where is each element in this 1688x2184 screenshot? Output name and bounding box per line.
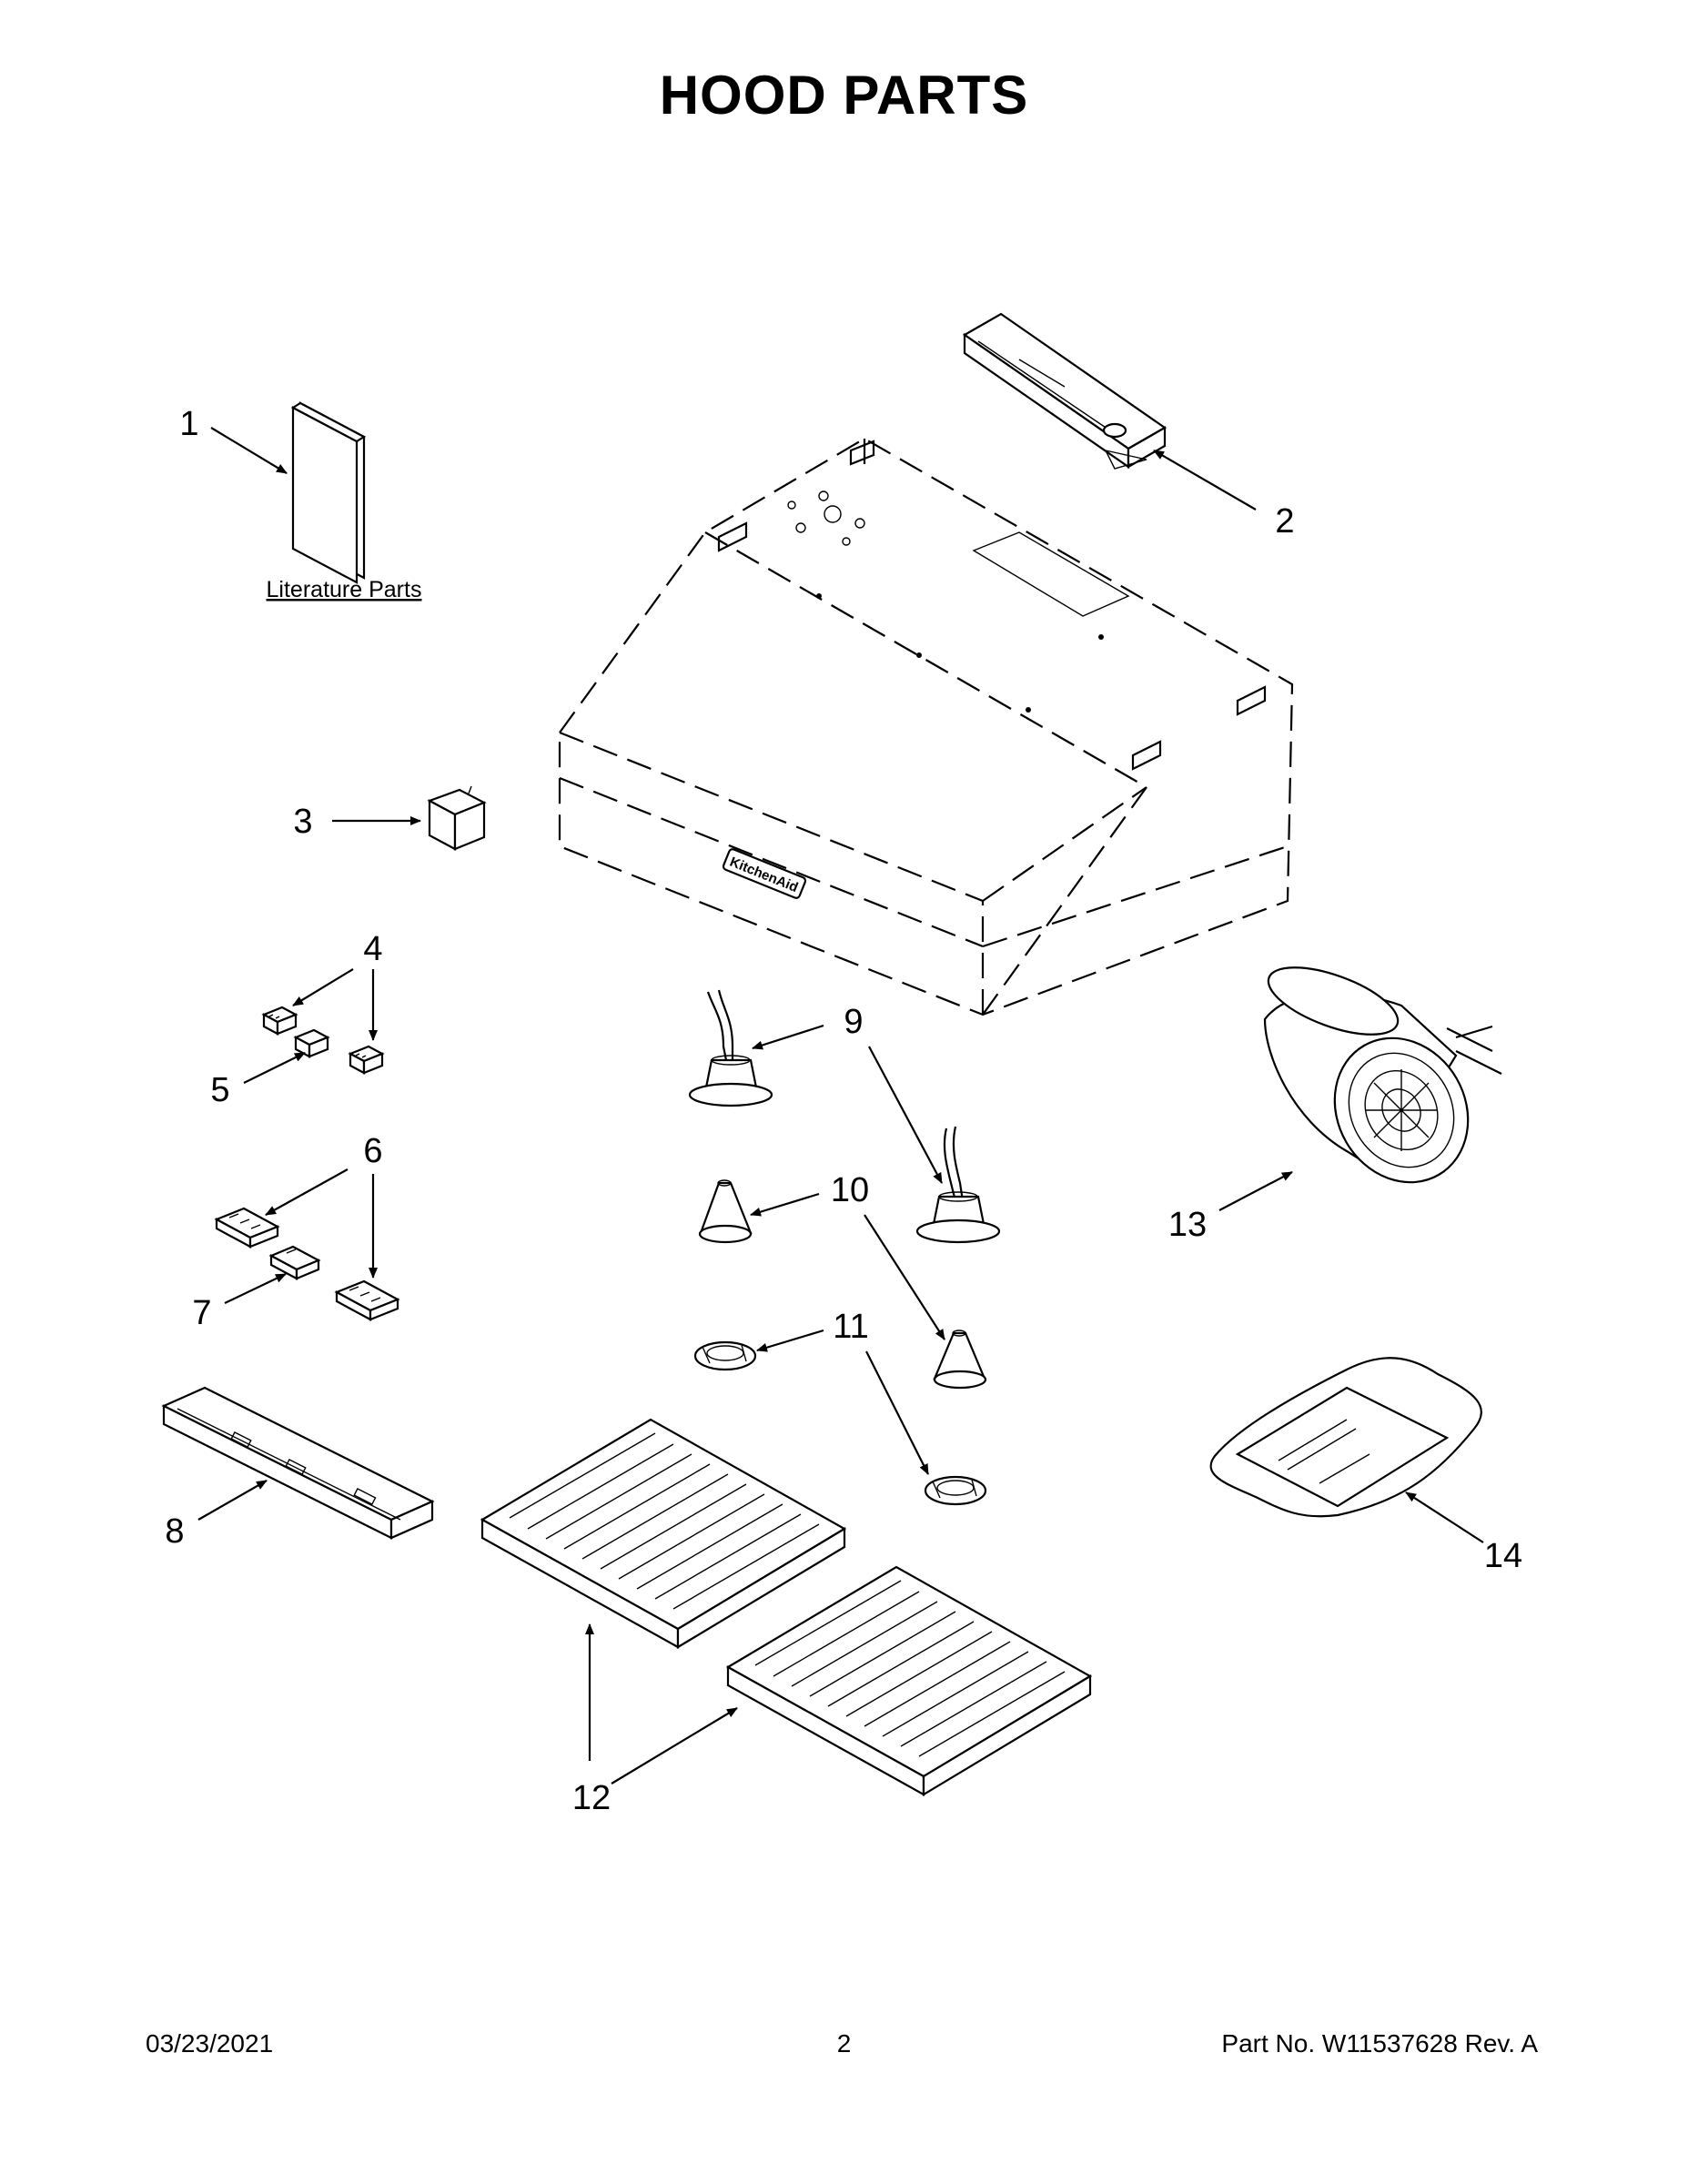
arrow-2 xyxy=(1153,450,1257,511)
hood-shell[interactable] xyxy=(558,437,1294,1016)
transformer-box[interactable] xyxy=(427,785,487,851)
switch-4a[interactable] xyxy=(261,1006,298,1036)
grease-filter-a[interactable] xyxy=(480,1418,847,1649)
arrow-14 xyxy=(1405,1491,1484,1543)
footer-date: 03/23/2021 xyxy=(146,2029,274,2058)
callout-6: 6 xyxy=(363,1132,382,1170)
callout-2: 2 xyxy=(1275,502,1294,541)
arrow-8 xyxy=(197,1480,268,1521)
control-module-7[interactable] xyxy=(268,1245,321,1280)
light-cone-a[interactable] xyxy=(698,1179,753,1244)
callout-9: 9 xyxy=(844,1003,863,1041)
callout-8: 8 xyxy=(165,1512,184,1551)
callout-1: 1 xyxy=(179,405,198,443)
trim-ring-a[interactable] xyxy=(693,1340,757,1371)
grease-filter-b[interactable] xyxy=(725,1565,1093,1796)
arrow-1 xyxy=(210,427,288,474)
blower-assembly[interactable] xyxy=(1260,954,1502,1207)
parts-bag[interactable] xyxy=(1209,1357,1482,1518)
control-box[interactable] xyxy=(962,312,1167,470)
callout-7: 7 xyxy=(192,1294,211,1332)
arrow-9b xyxy=(868,1046,943,1184)
switch-4b[interactable] xyxy=(348,1045,385,1075)
literature-booklet[interactable] xyxy=(290,401,367,584)
callout-11: 11 xyxy=(833,1308,868,1346)
control-module-6b[interactable] xyxy=(334,1279,400,1321)
callout-13: 13 xyxy=(1168,1206,1207,1244)
brand-badge: KitchenAid xyxy=(722,848,807,899)
page-title: HOOD PARTS xyxy=(659,65,1029,126)
arrow-12b xyxy=(611,1707,738,1785)
control-panel-bar[interactable] xyxy=(161,1386,435,1540)
arrow-10b xyxy=(864,1214,945,1340)
footer-part-number: Part No. W11537628 Rev. A xyxy=(1221,2029,1538,2058)
literature-parts-label[interactable]: Literature Parts xyxy=(267,577,422,602)
arrow-6a xyxy=(265,1168,349,1216)
callout-12: 12 xyxy=(572,1779,611,1817)
arrow-10a xyxy=(750,1192,820,1217)
arrow-13 xyxy=(1218,1171,1293,1211)
callout-14: 14 xyxy=(1484,1537,1522,1575)
arrow-9a xyxy=(752,1024,824,1050)
arrow-4a xyxy=(292,968,354,1006)
control-module-6a[interactable] xyxy=(214,1207,280,1249)
arrow-7 xyxy=(224,1273,287,1304)
callout-4: 4 xyxy=(363,930,382,968)
arrow-11a xyxy=(756,1329,824,1352)
switch-5[interactable] xyxy=(293,1028,330,1058)
light-cone-b[interactable] xyxy=(933,1330,987,1390)
callout-5: 5 xyxy=(210,1071,229,1109)
trim-ring-b[interactable] xyxy=(924,1475,987,1506)
footer-page-number: 2 xyxy=(836,2029,852,2058)
callout-3: 3 xyxy=(293,803,312,841)
arrow-11b xyxy=(865,1350,929,1475)
light-socket-b[interactable] xyxy=(915,1126,1001,1244)
callout-10: 10 xyxy=(831,1171,869,1209)
light-socket-a[interactable] xyxy=(688,989,773,1107)
arrow-5 xyxy=(243,1052,306,1084)
